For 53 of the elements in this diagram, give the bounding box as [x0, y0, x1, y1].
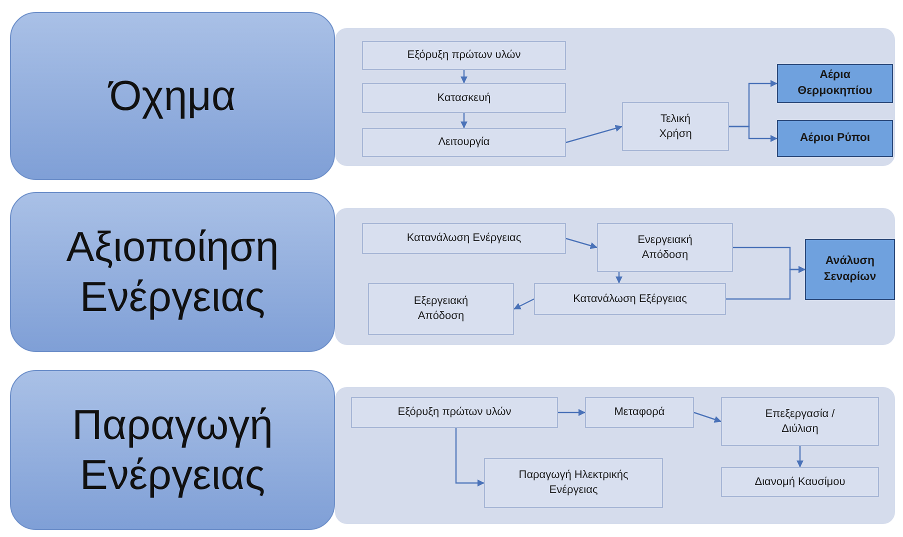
result-box	[777, 64, 893, 103]
section-header	[10, 370, 335, 530]
process-box	[585, 397, 694, 428]
box-label: Ενεργειακή Απόδοση	[636, 232, 694, 262]
section-panel	[335, 387, 895, 524]
box-label: Κατανάλωση Ενέργειας	[406, 231, 522, 246]
process-box	[351, 397, 558, 428]
box-label: Εξεργειακή Απόδοση	[412, 294, 470, 324]
box-label: Παραγωγή Ηλεκτρικής Ενέργειας	[518, 468, 630, 498]
box-label: Επεξεργασία / Διύλιση	[764, 406, 836, 436]
process-box	[362, 41, 566, 70]
box-label: Αέρια Θερμοκηπίου	[796, 68, 874, 98]
process-box	[362, 128, 566, 157]
result-box	[805, 239, 895, 300]
box-label: Μεταφορά	[614, 405, 665, 420]
section-panel	[335, 28, 895, 166]
arrow	[460, 113, 468, 128]
process-box	[597, 223, 733, 272]
box-label: Διανομή Καυσίμου	[754, 474, 846, 490]
arrow	[694, 412, 722, 423]
box-label: Τελική Χρήση	[658, 112, 693, 142]
result-box	[777, 120, 893, 157]
process-box	[622, 102, 729, 151]
section-title: Όχημα	[109, 70, 236, 121]
arrow	[460, 70, 468, 84]
arrow	[796, 446, 804, 468]
arrow	[726, 266, 806, 300]
process-box	[534, 283, 726, 315]
box-label: Εξόρυξη πρώτων υλών	[407, 48, 521, 63]
process-box	[368, 283, 514, 335]
box-label: Ανάλυση Σεναρίων	[822, 254, 878, 284]
arrow	[455, 428, 484, 486]
arrow	[616, 272, 622, 284]
arrow	[514, 298, 534, 310]
box-label: Κατανάλωση Εξέργειας	[573, 292, 687, 306]
box-label: Εξόρυξη πρώτων υλών	[398, 405, 512, 420]
process-box	[362, 223, 566, 254]
box-label: Λειτουργία	[438, 135, 490, 150]
box-label: Αέριοι Ρύποι	[800, 130, 870, 146]
arrow	[566, 238, 598, 250]
box-label: Κατασκευή	[437, 90, 491, 106]
process-box	[721, 397, 879, 446]
section-panel	[335, 208, 895, 345]
section-title: Αξιοποίηση Ενέργειας	[65, 222, 280, 322]
arrow	[558, 409, 586, 416]
section-header	[10, 12, 335, 180]
process-box	[484, 458, 663, 508]
section-title: Παραγωγή Ενέργειας	[71, 400, 274, 500]
process-box	[362, 83, 566, 113]
process-box	[721, 467, 879, 497]
arrow	[566, 124, 622, 144]
arrow	[729, 126, 778, 142]
section-header	[10, 192, 335, 352]
